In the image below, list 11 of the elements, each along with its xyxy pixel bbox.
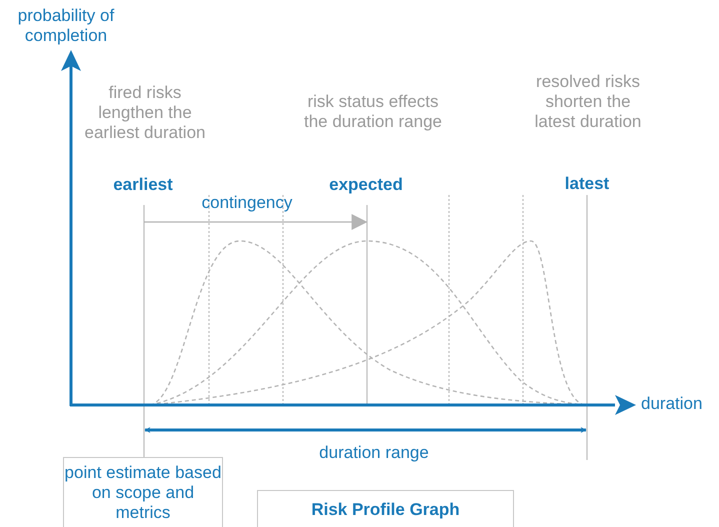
axis-label: contingency [200,193,294,213]
axis-label: expected [328,175,404,195]
title-box: Risk Profile Graph [257,490,514,527]
annotation: risk status effects the duration range [303,92,443,132]
annotation: fired risks lengthen the earliest duration [84,83,206,143]
annotation: resolved risks shorten the latest duration [534,72,642,132]
axis-label: probability of completion [16,6,116,46]
axis-label: earliest [112,175,174,195]
axis-label: duration [641,394,704,414]
note-box: point estimate based on scope and metrics [63,457,223,527]
axis-label: latest [564,174,610,194]
